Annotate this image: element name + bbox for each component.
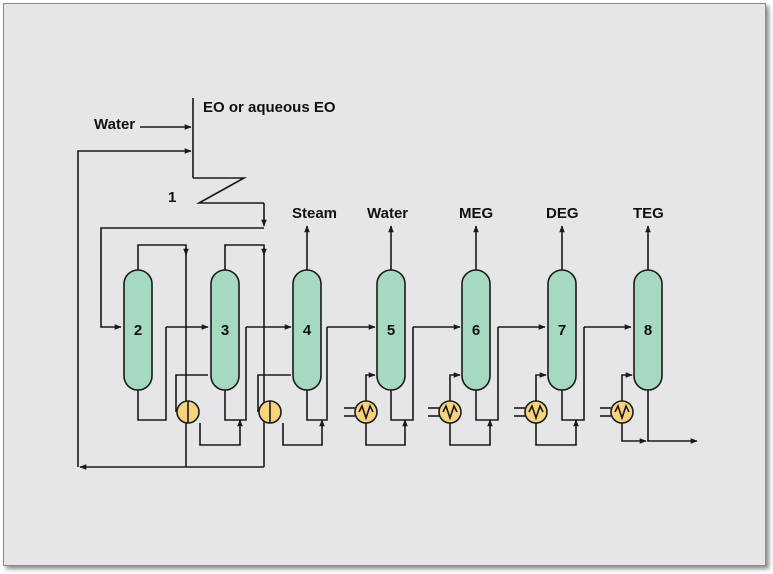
column-4: [292, 269, 322, 391]
column-8-bottoms: [647, 389, 698, 444]
column-4-bottoms: [306, 327, 328, 421]
column-3-number: 3: [221, 322, 229, 339]
column-6-number: 6: [472, 322, 480, 339]
column-8: [633, 269, 663, 391]
column-6: [461, 269, 491, 391]
water-feed-label: Water: [94, 116, 135, 133]
reboiler-3-loop: [175, 374, 208, 412]
column-7-number: 7: [558, 322, 566, 339]
column-5-number: 5: [387, 322, 395, 339]
column-6-bottoms: [475, 327, 499, 421]
water-recycle-line: [77, 148, 192, 467]
column-3-bottoms: [224, 327, 247, 421]
column-7: [547, 269, 577, 391]
column-5-bottoms: [390, 327, 414, 421]
column-5: [376, 269, 406, 391]
reboiler-4-loop: [257, 374, 291, 412]
column-8-number: 8: [644, 322, 652, 339]
reboiler-5-loop: [365, 372, 376, 412]
heat-exchanger-7: [524, 400, 548, 424]
column-2: [123, 269, 153, 391]
steam-label: Steam: [292, 205, 337, 222]
water-product-label: Water: [367, 205, 408, 222]
column-2-number: 2: [134, 322, 142, 339]
column-2-overhead: [137, 244, 189, 270]
eo-feed-label: EO or aqueous EO: [203, 99, 336, 116]
column-2-bottoms: [137, 327, 167, 421]
feed-to-column-2: [100, 227, 264, 330]
deg-label: DEG: [546, 205, 579, 222]
column-3-return: [199, 419, 243, 446]
column-3: [210, 269, 240, 391]
meg-label: MEG: [459, 205, 493, 222]
reboiler-8-loop: [621, 372, 633, 412]
column-4-number: 4: [303, 322, 312, 339]
heat-exchanger-5: [354, 400, 378, 424]
column-7-bottoms: [561, 327, 585, 421]
heat-exchanger-6: [438, 400, 462, 424]
column-5-return: [365, 419, 408, 446]
column-7-return: [535, 419, 579, 446]
reactor-number: 1: [168, 189, 176, 206]
reboiler-6-loop: [449, 372, 461, 412]
column-6-return: [449, 419, 493, 446]
teg-label: TEG: [633, 205, 664, 222]
reboiler-7-loop: [535, 372, 547, 412]
column-4-return: [282, 419, 325, 446]
heat-exchanger-8: [610, 400, 634, 424]
column-8-return: [621, 423, 647, 444]
column-3-overhead: [224, 244, 267, 270]
reactor-coil: [193, 177, 264, 204]
